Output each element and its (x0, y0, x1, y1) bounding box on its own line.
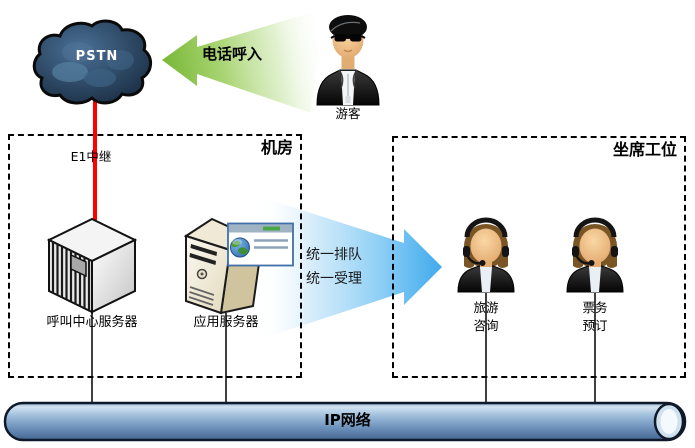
agent-area-title: 坐席工位 (612, 140, 677, 159)
app-server-icon (183, 217, 294, 315)
neck (341, 56, 355, 69)
app-server-label: 应用服务器 (193, 315, 259, 330)
call-center-server-label: 呼叫中心服务器 (46, 315, 138, 330)
incoming-call-arrow-icon (162, 9, 323, 113)
browser-window-icon (227, 222, 294, 267)
globe-icon (230, 237, 250, 258)
pstn-label: PSTN (75, 49, 119, 64)
machine-room-title: 机房 (260, 138, 293, 157)
call-center-server-icon (46, 217, 138, 314)
machine-room-box: 机房 (8, 134, 302, 378)
ip-network-label: IP网络 (324, 411, 371, 429)
connector-lines (91, 293, 596, 403)
agent-icon (457, 217, 515, 293)
server-panel-icon (70, 253, 87, 278)
headset-icon (572, 217, 618, 266)
sunglasses-icon (330, 34, 366, 42)
agent-ticket-line2: 预订 (582, 318, 608, 333)
unified-queue-line2: 统一受理 (306, 271, 362, 287)
agent-travel-line1: 旅游 (473, 300, 499, 315)
visitor-label: 游客 (335, 106, 361, 121)
shirt-icon (480, 267, 492, 292)
hair-icon (329, 15, 367, 39)
agent-area-box: 坐席工位 (392, 136, 686, 378)
face (579, 228, 611, 264)
pstn-cloud-icon (32, 19, 152, 105)
incoming-call-label: 电话呼入 (201, 45, 262, 63)
face (470, 228, 502, 264)
e1-trunk-label: E1中继 (70, 149, 112, 164)
ip-network-pipe (3, 401, 687, 442)
visitor-icon (316, 15, 380, 106)
unified-queue-label: 统一排队 统一受理 (306, 243, 400, 291)
unified-queue-arrow-icon (258, 196, 442, 340)
headset-icon (463, 217, 509, 266)
agent-travel-line2: 咨询 (473, 318, 499, 333)
unified-queue-line1: 统一排队 (306, 247, 362, 263)
shirt-icon (589, 267, 601, 292)
agent-ticket-label: 票务 预订 (565, 299, 625, 335)
agent-icon (566, 217, 624, 293)
agent-ticket-line1: 票务 (582, 300, 608, 315)
agent-travel-label: 旅游 咨询 (456, 299, 516, 335)
